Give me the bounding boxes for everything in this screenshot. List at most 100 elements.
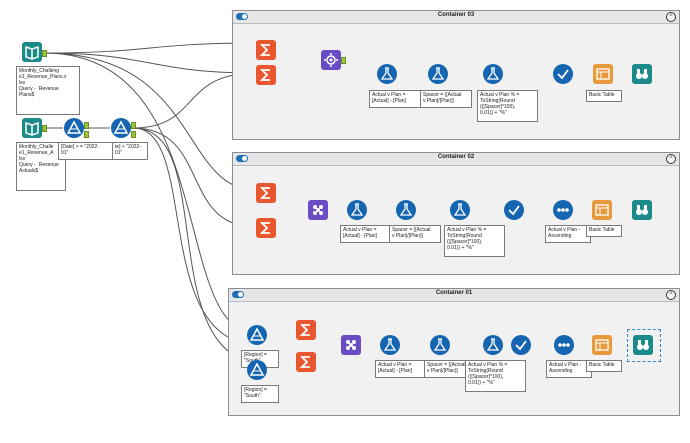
join-tool[interactable] — [321, 50, 341, 70]
summarize-tool-plans[interactable] — [256, 183, 276, 203]
book-icon — [25, 45, 39, 60]
sort-tool[interactable] — [554, 335, 574, 355]
formula-tool-spacer[interactable] — [428, 64, 448, 84]
select-tool[interactable] — [511, 335, 531, 355]
input-data-tool-actuals[interactable] — [22, 118, 42, 138]
flask-icon — [453, 203, 467, 216]
tool-annotation: Actual v Plan % = ToString(Round (([Spac… — [444, 225, 505, 257]
flask-icon — [433, 338, 447, 351]
tool-annotation: Monthly_Challeng e1_Revenue_Plans.x lsx … — [16, 66, 80, 115]
tool-annotation: Spacer = ([Actual v Plan]/[Plan]) — [420, 90, 472, 108]
output-anchor[interactable] — [42, 50, 47, 57]
collapse-icon[interactable]: ^ — [666, 154, 676, 164]
table-icon — [595, 339, 609, 351]
basic-table-tool[interactable] — [592, 335, 612, 355]
tool-annotation: Spacer = ([Actual v Plan]/[Plan]) — [424, 360, 476, 378]
gear-icon — [324, 53, 338, 67]
tool-annotation: Actual v Plan = [Actual] - [Plan] — [375, 360, 429, 378]
output-anchor[interactable] — [131, 122, 136, 129]
flask-icon — [380, 67, 394, 80]
tool-annotation: Actual v Plan - Ascending — [546, 360, 592, 378]
filter-tool-region-1[interactable] — [247, 325, 267, 345]
filter-triangle-icon — [113, 120, 129, 134]
select-tool[interactable] — [504, 200, 524, 220]
filter-triangle-icon — [66, 120, 82, 134]
checkmark-icon — [508, 205, 520, 216]
output-anchor[interactable] — [341, 57, 346, 64]
tool-annotation: [Region] = "South" — [241, 385, 279, 403]
browse-tool[interactable] — [633, 335, 653, 355]
formula-tool-spacer[interactable] — [396, 200, 416, 220]
join-icon — [313, 205, 323, 215]
collapse-icon[interactable]: ^ — [666, 12, 676, 22]
input-data-tool-plans[interactable] — [22, 42, 42, 62]
tool-annotation: Spacer = ([Actual v Plan]/[Plan]) — [389, 225, 441, 243]
browse-tool[interactable] — [632, 64, 652, 84]
summarize-tool-actuals[interactable] — [256, 65, 276, 85]
summarize-tool-plans[interactable] — [296, 320, 316, 340]
container-toggle[interactable] — [236, 13, 248, 20]
filter-tool-region-2[interactable] — [247, 360, 267, 380]
dots-icon — [557, 208, 569, 212]
tool-annotation: Actual v Plan % = ToString(Round (([Spac… — [465, 360, 526, 392]
sigma-icon — [259, 222, 270, 234]
output-anchor[interactable] — [42, 125, 47, 132]
tool-annotation: Monthly_Challe e1_Revenue_A lsx Query - … — [16, 142, 66, 191]
formula-tool-actual-v-plan[interactable] — [380, 335, 400, 355]
flask-icon — [350, 203, 364, 216]
filter-triangle-icon — [249, 327, 265, 341]
container-title: Container 03 — [437, 12, 475, 18]
join-tool[interactable] — [308, 200, 328, 220]
select-tool[interactable] — [553, 64, 573, 84]
formula-tool-percent[interactable] — [450, 200, 470, 220]
container-title: Container 01 — [435, 290, 473, 296]
summarize-tool-actuals[interactable] — [256, 218, 276, 238]
filter-triangle-icon — [249, 362, 265, 376]
collapse-icon[interactable]: ^ — [666, 290, 676, 300]
sort-tool[interactable] — [553, 200, 573, 220]
tool-annotation: Basic Table — [586, 225, 622, 237]
table-icon — [595, 204, 609, 216]
browse-tool[interactable] — [632, 200, 652, 220]
tool-annotation: [Date] > = "2022- 01" — [58, 142, 116, 160]
tool-annotation: Actual v Plan = [Actual] - [Plan] — [369, 90, 423, 108]
flask-icon — [431, 67, 445, 80]
sigma-icon — [259, 187, 270, 199]
basic-table-tool[interactable] — [593, 64, 613, 84]
container-toggle[interactable] — [236, 155, 248, 162]
book-icon — [25, 121, 39, 136]
filter-tool-date-lt[interactable] — [111, 118, 131, 138]
container-header: Container 03 ^ — [233, 11, 679, 24]
join-tool[interactable] — [341, 335, 361, 355]
summarize-tool-plans[interactable] — [256, 40, 276, 60]
formula-tool-actual-v-plan[interactable] — [347, 200, 367, 220]
binoculars-icon — [636, 205, 648, 215]
container-toggle[interactable] — [232, 291, 244, 298]
formula-tool-spacer[interactable] — [430, 335, 450, 355]
output-anchor[interactable] — [84, 122, 89, 129]
basic-table-tool[interactable] — [592, 200, 612, 220]
flask-icon — [399, 203, 413, 216]
summarize-tool-actuals[interactable] — [296, 352, 316, 372]
container-header: Container 01 ^ — [229, 289, 679, 302]
tool-annotation: Basic Table — [586, 90, 622, 102]
table-icon — [596, 68, 610, 80]
checkmark-icon — [515, 340, 527, 351]
container-header: Container 02 ^ — [233, 153, 679, 166]
formula-tool-percent[interactable] — [483, 335, 503, 355]
flask-icon — [486, 338, 500, 351]
checkmark-icon — [557, 69, 569, 80]
output-anchor[interactable] — [84, 131, 89, 138]
dots-icon — [558, 343, 570, 347]
formula-tool-percent[interactable] — [483, 64, 503, 84]
binoculars-icon — [637, 340, 649, 350]
sigma-icon — [299, 356, 310, 368]
container-title: Container 02 — [437, 154, 475, 160]
output-anchor[interactable] — [131, 131, 136, 138]
filter-tool-date-gte[interactable] — [64, 118, 84, 138]
binoculars-icon — [636, 69, 648, 79]
sigma-icon — [259, 69, 270, 81]
formula-tool-actual-v-plan[interactable] — [377, 64, 397, 84]
flask-icon — [486, 67, 500, 80]
